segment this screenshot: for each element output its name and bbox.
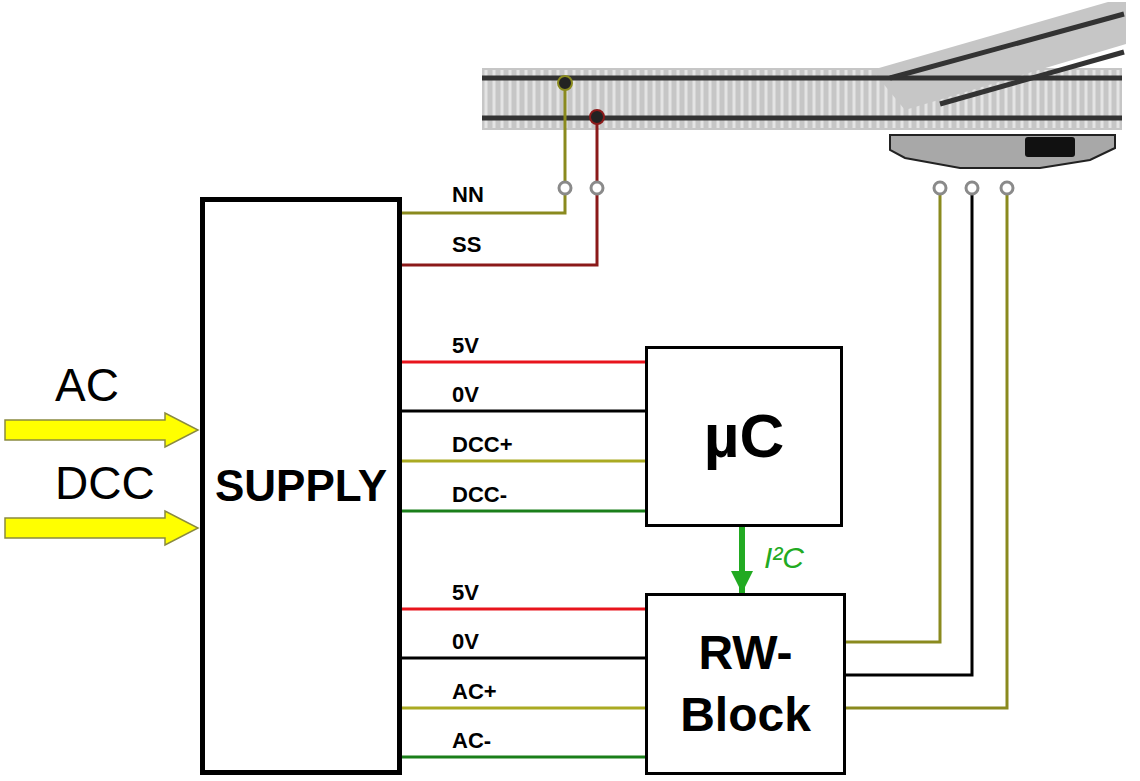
rail [482, 116, 1122, 121]
terminal [966, 182, 978, 194]
rail-contact [558, 76, 572, 90]
box-title: µC [704, 396, 785, 477]
wire [846, 194, 972, 675]
supply-wire [402, 707, 645, 710]
rail [940, 52, 1124, 104]
controller-box: µC [645, 346, 843, 527]
input-arrow [5, 413, 198, 447]
supply-wire [402, 608, 645, 611]
input-arrow [5, 511, 198, 545]
input-label: DCC [55, 458, 155, 509]
signal-name: 0V [452, 383, 479, 407]
wire [846, 194, 1007, 708]
wire [564, 83, 567, 182]
signal-name: DCC+ [452, 433, 513, 457]
turnout-motor [890, 135, 1115, 168]
supply-wire [402, 460, 645, 463]
terminal [591, 182, 603, 194]
bus-arrow [739, 527, 745, 593]
switch-driver-box: RW- Block [645, 593, 846, 775]
signal-name: AC- [452, 729, 491, 753]
wire [846, 194, 940, 642]
terminal [1001, 182, 1013, 194]
signal-name: 5V [452, 334, 479, 358]
signal-name: AC+ [452, 680, 497, 704]
wire [596, 117, 599, 182]
terminal [934, 182, 946, 194]
box-title: SUPPLY [215, 457, 387, 514]
supply-wire [402, 510, 645, 513]
signal-name: 5V [452, 581, 479, 605]
terminal [559, 182, 571, 194]
supply-box: SUPPLY [200, 197, 402, 775]
wire [402, 194, 597, 265]
track-wire-label: NN [452, 183, 484, 207]
bus-label: I²C [764, 541, 804, 575]
turnout-bed [872, 2, 1126, 110]
signal-name: 0V [452, 630, 479, 654]
box-title: RW- Block [661, 622, 831, 747]
input-label: AC [55, 360, 119, 411]
rail [890, 14, 1124, 78]
rail-contact [590, 110, 604, 124]
supply-wire [402, 410, 645, 413]
motor-block [1025, 137, 1075, 157]
supply-wire [402, 657, 645, 660]
supply-wire [402, 756, 645, 759]
supply-wire [402, 361, 645, 364]
track-wire-label: SS [452, 233, 481, 257]
signal-name: DCC- [452, 483, 507, 507]
